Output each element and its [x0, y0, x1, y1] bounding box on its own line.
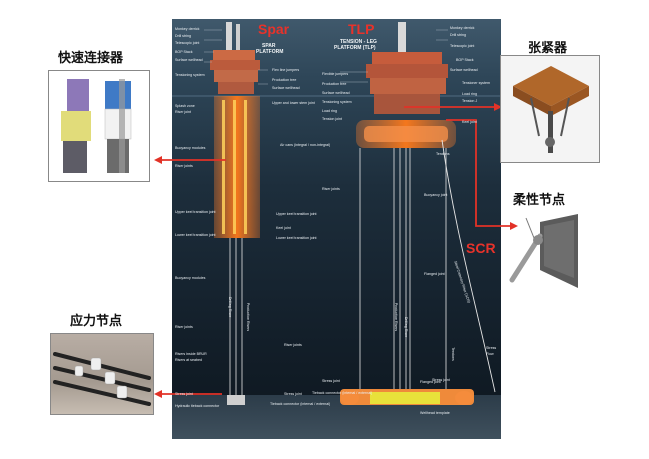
spar-callout: Upper and lower stem joint: [272, 101, 315, 105]
scr-riser: [441, 139, 496, 393]
spar-callout: Risers at seabed: [175, 358, 202, 362]
tlp-vertical-label: Production Risers: [394, 302, 399, 332]
tlp-misc-label: Flow: [486, 352, 494, 356]
tlp-callout: Tension J: [462, 99, 478, 103]
tlp-callout: Stress joint: [322, 379, 340, 383]
spar-callout: Hydraulic tieback connector: [175, 404, 220, 408]
tlp-callout: Tensioning system: [322, 100, 352, 104]
tlp-callout: Wellhead template: [420, 411, 450, 415]
spar-vertical-label: Production Risers: [246, 302, 251, 332]
tensioner-image: [500, 55, 600, 163]
tlp-topside: [366, 22, 448, 114]
tlp-risers: [359, 148, 447, 392]
spar-callout: Surface wellhead: [175, 58, 203, 62]
tlp-callout: BOP Stack: [456, 58, 474, 62]
spar-callout: Buoyancy modules: [175, 276, 206, 280]
spar-callout: Monkey derrick: [175, 27, 200, 31]
tlp-callout: Production tree: [322, 82, 347, 86]
tlp-callout: Tieback connector (internal / external): [312, 391, 373, 395]
flex-joint-illustration: [509, 214, 578, 288]
tlp-callout: Riser joints: [322, 187, 340, 191]
spar-callout: Riser joint: [175, 110, 191, 114]
spar-risers: [229, 238, 243, 402]
scr-label: SCR: [466, 240, 496, 256]
spar-callout: Tieback connector (internal / external): [270, 402, 331, 406]
flex-joint-label: 柔性节点: [513, 193, 566, 208]
spar-callout: Stress joint: [284, 392, 302, 396]
spar-callout: BOP Stack: [175, 50, 193, 54]
stress-joint-illustration: [53, 352, 151, 406]
spar-callout: Drill string: [175, 34, 191, 38]
stress-joint-label: 应力节点: [70, 314, 123, 329]
tlp-callout: Buoyancy joint: [424, 193, 448, 197]
tlp-callout: Keel joint: [462, 120, 477, 124]
tensioner-illustration: [513, 66, 589, 153]
spar-callout: Risers inside BRUR: [175, 352, 207, 356]
tlp-callout: Telescopic joint: [450, 44, 475, 48]
tlp-title-line1: TENSION - LEG: [340, 39, 377, 45]
tlp-callout: Drill string: [450, 33, 466, 37]
tlp-callout: Surface wellhead: [450, 68, 478, 72]
spar-callout: Stress joint: [175, 392, 193, 396]
tlp-callout: Surface wellhead: [322, 91, 350, 95]
spar-callout: Riser joints: [175, 164, 193, 168]
tlp-callout: Flanged joint: [424, 272, 445, 276]
tlp-callout: Load ring: [462, 92, 477, 96]
spar-callout: Lower keel transition joint: [276, 236, 317, 240]
spar-callout: Splash zone: [175, 104, 195, 108]
tlp-callout: Tensioner system: [462, 81, 490, 85]
spar-callout: Riser joints: [175, 325, 193, 329]
spar-title-line1: SPAR: [262, 43, 276, 49]
spar-callout: Keel joint: [276, 226, 291, 230]
spar-callout: Buoyancy modules: [175, 146, 206, 150]
arrow-to-flex-joint: [446, 119, 512, 227]
flex-joint-image: [504, 208, 582, 292]
tlp-callout: Flexible jumpers: [322, 72, 349, 76]
spar-callout: Tensioning system: [175, 73, 205, 77]
stress-joint-image: [50, 333, 154, 415]
spar-callout: Lower keel transition joint: [175, 233, 216, 237]
spar-title-line2: PLATFORM: [256, 49, 284, 55]
spar-callout: Flex line jumpers: [272, 68, 300, 72]
spar-topside: [210, 22, 260, 94]
connector-illustration: [61, 79, 132, 173]
spar-label: Spar: [258, 21, 290, 37]
tlp-callout: Stress joint: [432, 378, 450, 382]
spar-hull: [214, 96, 260, 238]
tlp-vertical-label: Drilling Riser: [404, 316, 409, 338]
tlp-callout: Flanged joint: [420, 380, 441, 384]
tlp-label: TLP: [348, 21, 375, 37]
tlp-misc-label: Stress: [486, 346, 497, 350]
arrows: [160, 106, 512, 395]
tlp-callout: Tension joint: [322, 117, 342, 121]
spar-callout: Riser joints: [284, 343, 302, 347]
spar-vertical-label: Drilling Riser: [228, 296, 233, 318]
tlp-title-line2: PLATFORM (TLP): [334, 45, 376, 51]
tensioner-label: 张紧器: [528, 41, 568, 56]
connector-label: 快速连接器: [58, 51, 124, 66]
spar-callout: Production tree: [272, 78, 297, 82]
connector-image: [48, 70, 150, 182]
spar-callout: Telescopic joint: [175, 41, 200, 45]
spar-callout: Upper keel transition joint: [276, 212, 317, 216]
tlp-callout: Monkey derrick: [450, 26, 475, 30]
tlp-vertical-label: Tendons: [450, 347, 455, 361]
wellhead-template: [340, 389, 474, 405]
tlp-callout: Tendons: [436, 152, 450, 156]
spar-callout: Upper keel transition joint: [175, 210, 216, 214]
spar-callout: Surface wellhead: [272, 86, 300, 90]
tlp-callout: Load ring: [322, 109, 337, 113]
spar-callout: Air cans (integral / non-integral): [280, 143, 331, 147]
